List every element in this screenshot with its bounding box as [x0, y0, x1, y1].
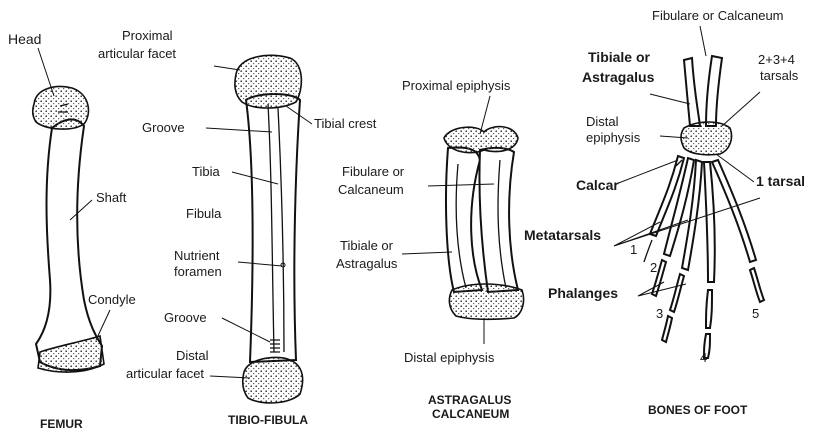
nutrient-foramen-label-2: foramen [174, 264, 222, 279]
astragalus-bone [446, 148, 482, 293]
fibulare-calcaneum-label-2: Calcaneum [338, 182, 404, 197]
tibiale-astragalus-label-1: Tibiale or [340, 238, 394, 253]
bones-of-foot-caption: BONES OF FOOT [648, 403, 748, 417]
bones-of-foot-figure: Fibulare or Calcaneum Tibiale or Astraga… [524, 8, 805, 417]
digit-number-1: 1 [630, 242, 637, 257]
proximal-articular-facet-label-2: articular facet [98, 46, 176, 61]
phalanges-label: Phalanges [548, 285, 618, 301]
digit-number-5: 5 [752, 306, 759, 321]
fibulare-calcaneum-label-1: Fibulare or [342, 164, 405, 179]
foot-distal-epiphysis-label-1: Distal [586, 114, 619, 129]
fibula-label: Fibula [186, 206, 222, 221]
femur-figure: Head Shaft Condyle FEMUR [8, 31, 136, 431]
foot-fibulare-calcaneum-label: Fibulare or Calcaneum [652, 8, 784, 23]
digit-4 [704, 162, 715, 358]
tibio-fibula-caption: TIBIO-FIBULA [228, 413, 308, 427]
distal-epiphysis-bone [449, 284, 523, 319]
proximal-epiphysis-label: Proximal epiphysis [402, 78, 511, 93]
foot-tibiale-label-1: Tibiale or [588, 49, 651, 65]
femur-shaft-bone [36, 119, 102, 370]
proximal-articular-facet-label-1: Proximal [122, 28, 173, 43]
head-label: Head [8, 31, 41, 47]
foot-fibulare-bone [706, 56, 722, 126]
distal-epiphysis-label: Distal epiphysis [404, 350, 495, 365]
astragalus-caption-1: ASTRAGALUS [428, 393, 511, 407]
digit-number-4: 4 [700, 350, 707, 365]
tibiale-astragalus-label-2: Astragalus [336, 256, 398, 271]
proximal-articular-facet-bone [235, 55, 302, 108]
femur-head-bone [33, 87, 89, 130]
calcar-label: Calcar [576, 177, 619, 193]
distal-articular-facet-label-1: Distal [176, 348, 209, 363]
metatarsals-label: Metatarsals [524, 227, 601, 243]
condyle-label: Condyle [88, 292, 136, 307]
foot-tarsals-label-2: tarsals [760, 68, 799, 83]
shaft-label: Shaft [96, 190, 127, 205]
groove-bottom-label: Groove [164, 310, 207, 325]
foot-tarsals-label-1: 2+3+4 [758, 52, 795, 67]
distal-articular-facet-bone [243, 358, 303, 403]
digit-number-3: 3 [656, 306, 663, 321]
foot-distal-epiphysis-label-2: epiphysis [586, 130, 641, 145]
tibial-crest-label: Tibial crest [314, 116, 377, 131]
condyle-leader-line [96, 310, 110, 340]
foot-tibiale-label-2: Astragalus [582, 69, 655, 85]
foot-distal-epiphysis-bone [681, 122, 732, 155]
distal-articular-facet-label-2: articular facet [126, 366, 204, 381]
groove-top-label: Groove [142, 120, 185, 135]
one-tarsal-label: 1 tarsal [756, 173, 805, 189]
tibio-fibula-figure: Proximal articular facet Groove Tibial c… [98, 28, 377, 427]
tibia-label: Tibia [192, 164, 220, 179]
nutrient-foramen-label-1: Nutrient [174, 248, 220, 263]
femur-caption: FEMUR [40, 417, 83, 431]
astragalus-caption-2: CALCANEUM [432, 407, 509, 421]
foot-tibiale-bone [684, 58, 700, 126]
digit-number-2: 2 [650, 260, 657, 275]
